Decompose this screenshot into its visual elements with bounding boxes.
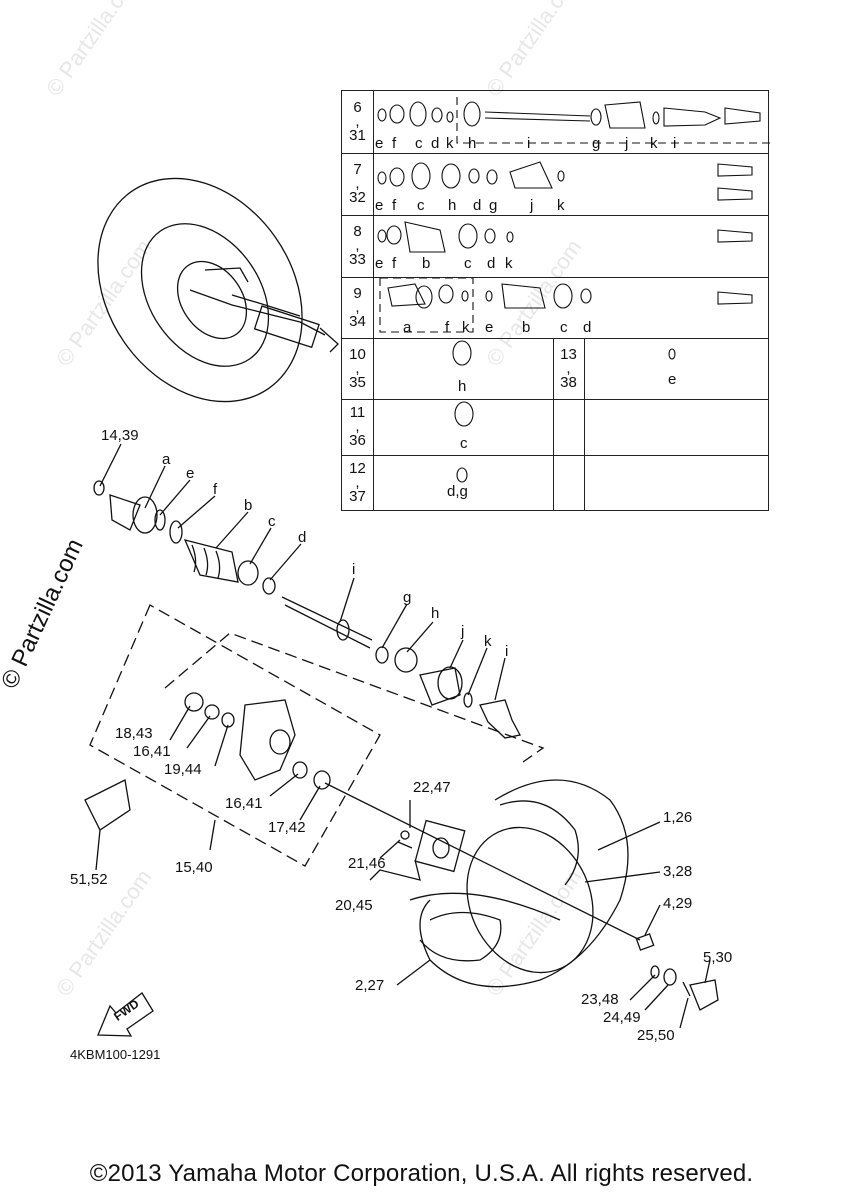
part-letter: e [375,255,384,272]
callout-label: j [461,623,465,640]
parts-kit-table: 6,31 e f c d k h i g j k i 7,32 e f c h … [341,90,769,511]
part-letter: c [417,197,425,214]
diagram-code: 4KBM100-1291 [70,1047,161,1062]
callout-label: 25,50 [637,1027,675,1044]
wheel-assembly-bottom [324,779,719,1011]
part-letter: e [375,197,384,214]
callout-leaders [95,443,711,1029]
part-letter: c [460,435,468,452]
drive-shaft-parts [93,480,521,739]
callout-label: 18,43 [115,725,153,742]
part-letter: g [592,135,601,152]
table-row: 7,32 e f c h d g j k [342,153,768,216]
row-number: 13,38 [553,338,585,399]
part-letter: f [445,319,450,336]
table-row: 8,33 e f b c d k [342,215,768,278]
callout-label: 4,29 [663,895,693,912]
callout-label: k [484,633,492,650]
part-letter: k [446,135,454,152]
callout-label: 19,44 [164,761,202,778]
row-number: 12,37 [342,455,374,510]
callout-label: 15,40 [175,859,213,876]
table-row: 10,35 h 13,38 e [342,338,768,400]
table-row: 6,31 e f c d k h i g j k i [342,91,768,154]
callout-label: i [352,561,356,578]
part-letter: g [489,197,498,214]
callout-label: 16,41 [225,795,263,812]
part-letter: e [375,135,384,152]
callout-label: 16,41 [133,743,171,760]
part-letter: h [448,197,457,214]
callout-label: 23,48 [581,991,619,1008]
part-letter: j [625,135,629,152]
callout-label: i [505,643,509,660]
part-letter: f [392,255,397,272]
row-number: 7,32 [342,153,374,215]
callout-label: c [268,513,276,530]
part-letter: d [473,197,482,214]
part-letter: d,g [447,483,468,500]
part-letter: c [464,255,472,272]
callout-label: g [403,589,412,606]
callout-label: 1,26 [663,809,693,826]
callout-label: 3,28 [663,863,693,880]
part-letter: h [458,378,467,395]
callout-label: 51,52 [70,871,108,888]
part-letter: b [422,255,431,272]
callout-label: 2,27 [355,977,385,994]
part-letter: k [650,135,658,152]
part-letter: d [487,255,496,272]
knuckle-assembly [84,604,545,867]
callout-label: e [186,465,195,482]
fwd-arrow-icon [97,992,154,1037]
row-number: 10,35 [342,338,374,399]
part-letter: e [485,319,494,336]
part-letter: a [403,319,412,336]
table-row: 9,34 a f k e b c d [342,277,768,339]
part-letter: k [505,255,513,272]
part-letter: d [583,319,592,336]
part-letter: k [557,197,565,214]
row-number: 9,34 [342,277,374,338]
part-letter: i [527,135,531,152]
callout-label: a [162,451,171,468]
callout-label: 5,30 [703,949,733,966]
callout-label: d [298,529,307,546]
part-letter: e [668,371,677,388]
part-letter: d [431,135,440,152]
callout-label: 14,39 [101,427,139,444]
callout-label: 20,45 [335,897,373,914]
row-number: 6,31 [342,91,374,153]
callout-label: 24,49 [603,1009,641,1026]
part-letter: f [392,197,397,214]
callout-label: b [244,497,253,514]
wheel-assembly-top [97,177,339,403]
callout-label: 22,47 [413,779,451,796]
part-letter: c [560,319,568,336]
part-letter: k [462,319,470,336]
part-letter: f [392,135,397,152]
part-letter: j [530,197,534,214]
callout-label: h [431,605,440,622]
row-number: 11,36 [342,399,374,455]
part-letter: b [522,319,531,336]
part-letter: h [468,135,477,152]
table-row: 11,36 c [342,399,768,456]
part-letter: c [415,135,423,152]
table-row: 12,37 d,g [342,455,768,510]
copyright-notice: ©2013 Yamaha Motor Corporation, U.S.A. A… [89,1160,754,1187]
row-number: 8,33 [342,215,374,277]
callout-label: 17,42 [268,819,306,836]
part-letter: i [673,135,677,152]
callout-label: f [213,481,218,498]
callout-label: 21,46 [348,855,386,872]
